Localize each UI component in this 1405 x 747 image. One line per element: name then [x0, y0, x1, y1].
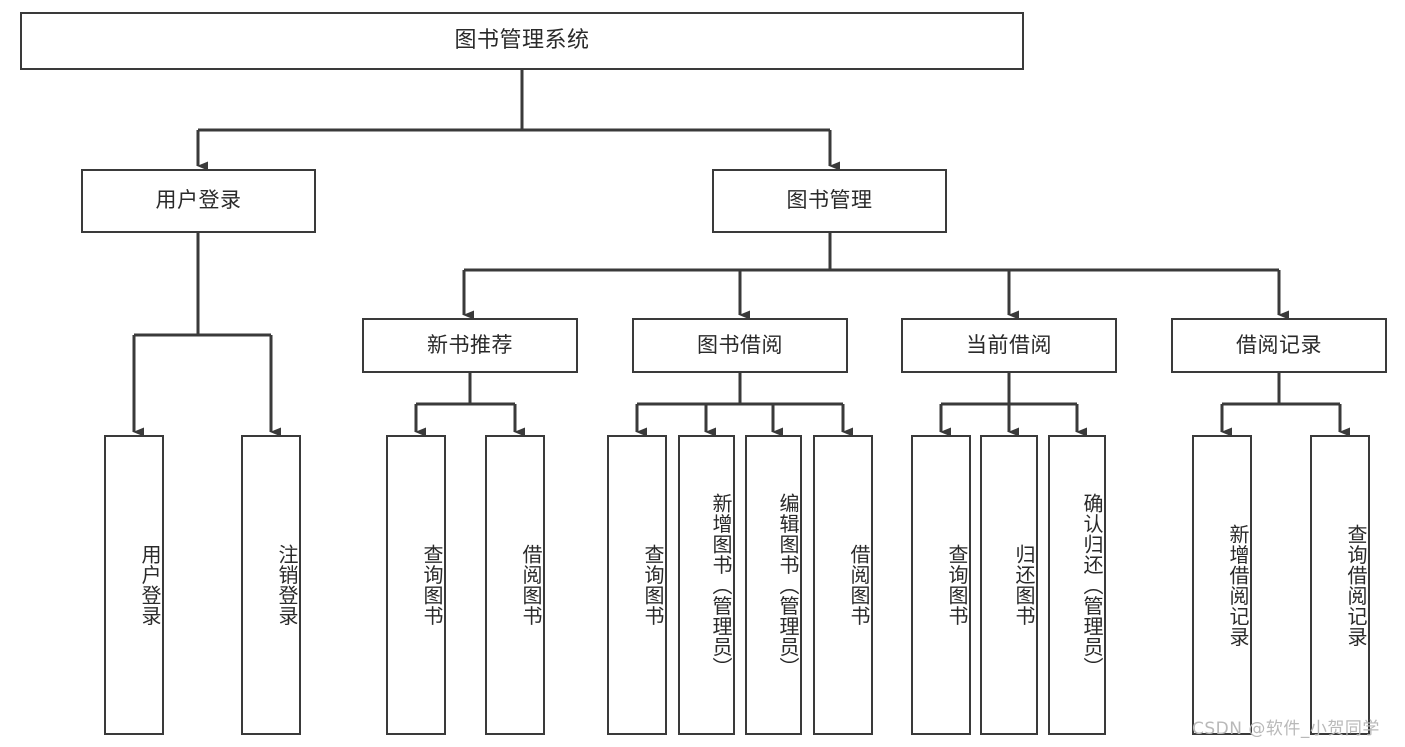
node-leaf-query-book-borrow[interactable]: 查询图书	[607, 435, 667, 735]
node-leaf-logout[interactable]: 注销登录	[241, 435, 301, 735]
leaf-label: 借阅图书	[847, 544, 871, 626]
node-root-system[interactable]: 图书管理系统	[20, 12, 1024, 70]
node-leaf-confirm-return-admin[interactable]: 确认归还（管理员）	[1048, 435, 1106, 735]
leaf-label: 查询图书	[641, 544, 665, 626]
leaf-label: 确认归还（管理员）	[1080, 492, 1104, 678]
node-leaf-query-borrow-record[interactable]: 查询借阅记录	[1310, 435, 1370, 735]
node-leaf-add-book-admin[interactable]: 新增图书（管理员）	[678, 435, 735, 735]
leaf-label: 查询借阅记录	[1344, 523, 1368, 647]
leaf-label: 查询图书	[420, 544, 444, 626]
node-new-book-recommend[interactable]: 新书推荐	[362, 318, 578, 373]
node-leaf-return-book[interactable]: 归还图书	[980, 435, 1038, 735]
node-book-borrow[interactable]: 图书借阅	[632, 318, 848, 373]
node-borrow-record[interactable]: 借阅记录	[1171, 318, 1387, 373]
leaf-label: 归还图书	[1012, 544, 1036, 626]
node-book-management[interactable]: 图书管理	[712, 169, 947, 233]
node-user-login[interactable]: 用户登录	[81, 169, 316, 233]
leaf-label: 查询图书	[945, 544, 969, 626]
node-current-borrow[interactable]: 当前借阅	[901, 318, 1117, 373]
leaf-label: 借阅图书	[519, 544, 543, 626]
node-leaf-borrow-book-newbook[interactable]: 借阅图书	[485, 435, 545, 735]
node-leaf-query-book-current[interactable]: 查询图书	[911, 435, 971, 735]
leaf-label: 新增图书（管理员）	[709, 492, 733, 678]
node-leaf-query-book-newbook[interactable]: 查询图书	[386, 435, 446, 735]
node-leaf-borrow-book[interactable]: 借阅图书	[813, 435, 873, 735]
leaf-label: 新增借阅记录	[1226, 523, 1250, 647]
leaf-label: 用户登录	[138, 544, 162, 626]
leaf-label: 注销登录	[275, 544, 299, 626]
leaf-label: 编辑图书（管理员）	[776, 492, 800, 678]
node-leaf-edit-book-admin[interactable]: 编辑图书（管理员）	[745, 435, 802, 735]
node-leaf-user-login[interactable]: 用户登录	[104, 435, 164, 735]
node-leaf-add-borrow-record[interactable]: 新增借阅记录	[1192, 435, 1252, 735]
